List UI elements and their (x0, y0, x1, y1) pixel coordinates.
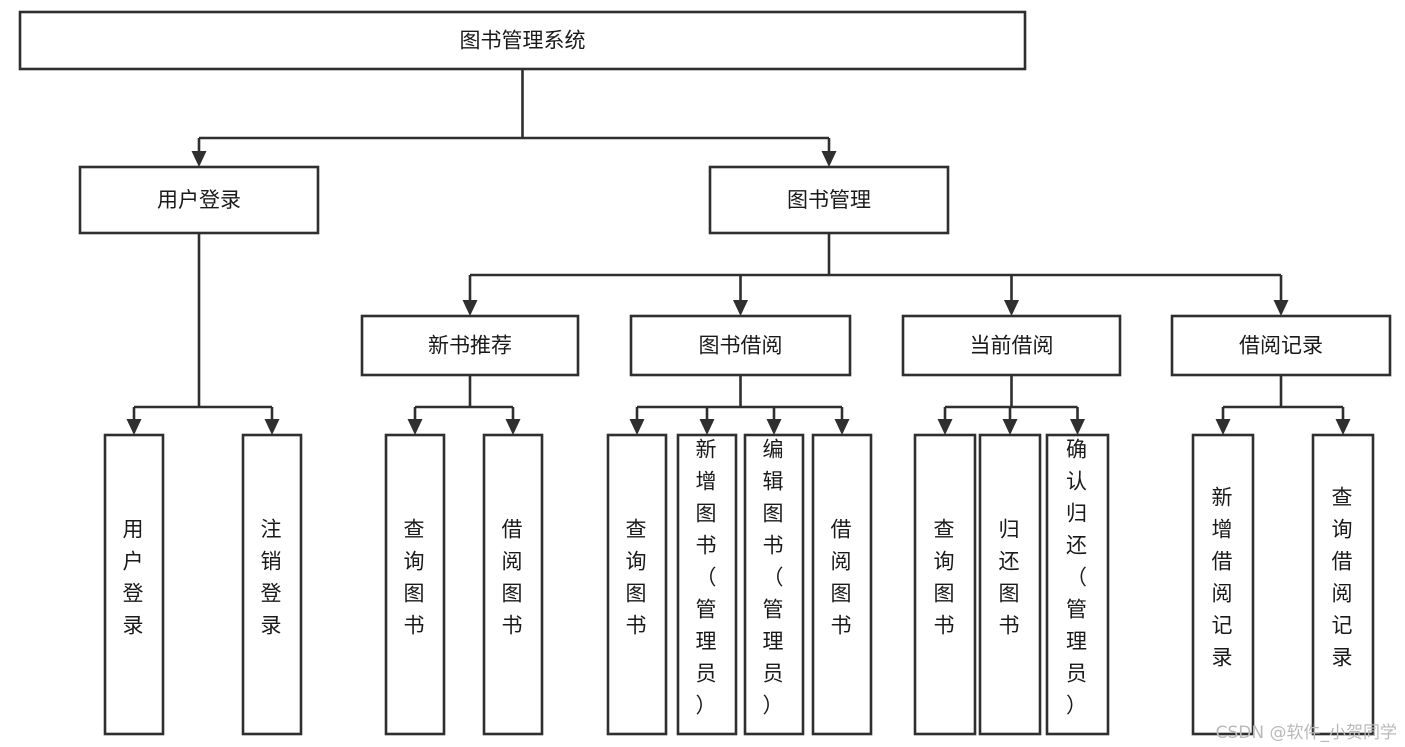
node-leaf-borrow-book-1-label: 借阅图书 (502, 518, 525, 638)
arrow-head-icon (1215, 419, 1231, 435)
node-leaf-user-logout[interactable]: 注销登录 (241, 433, 303, 736)
node-book-manage-label: 图书管理 (787, 188, 871, 212)
node-leaf-add-record-label: 新增借阅记录 (1212, 486, 1235, 670)
arrow-head-icon (191, 151, 207, 167)
node-leaf-query-book-3[interactable]: 查询图书 (913, 433, 977, 736)
node-current-borrow[interactable]: 当前借阅 (901, 314, 1122, 377)
node-leaf-user-login-label: 用户登录 (123, 518, 146, 638)
node-current-borrow-label: 当前借阅 (970, 334, 1054, 358)
node-book-borrow[interactable]: 图书借阅 (629, 314, 852, 377)
arrow-head-icon (462, 300, 478, 316)
node-user-login[interactable]: 用户登录 (78, 165, 320, 235)
node-leaf-borrow-book-2[interactable]: 借阅图书 (811, 433, 873, 736)
node-leaf-return-book-label: 归还图书 (999, 518, 1022, 638)
node-leaf-add-book[interactable]: 新增图书（管理员） (676, 433, 738, 736)
node-leaf-return-book[interactable]: 归还图书 (978, 433, 1042, 736)
node-leaf-query-book-1-label: 查询图书 (404, 518, 427, 638)
arrow-head-icon (505, 419, 521, 435)
node-root[interactable]: 图书管理系统 (18, 10, 1027, 71)
node-layer: 图书管理系统用户登录图书管理新书推荐图书借阅当前借阅借阅记录用户登录注销登录查询… (18, 10, 1392, 736)
node-leaf-borrow-book-1[interactable]: 借阅图书 (482, 433, 544, 736)
node-leaf-confirm-return-label: 确认归还（管理员） (1066, 438, 1089, 718)
arrow-head-icon (126, 419, 142, 435)
arrow-head-icon (407, 419, 423, 435)
arrow-head-icon (937, 419, 953, 435)
arrow-head-icon (766, 419, 782, 435)
node-borrow-record-label: 借阅记录 (1239, 334, 1323, 358)
arrow-head-icon (1004, 300, 1019, 316)
node-leaf-user-logout-label: 注销登录 (261, 518, 284, 638)
node-user-login-label: 用户登录 (157, 188, 241, 212)
node-leaf-query-record[interactable]: 查询借阅记录 (1311, 433, 1375, 736)
node-leaf-user-login[interactable]: 用户登录 (103, 433, 165, 736)
node-root-label: 图书管理系统 (460, 29, 586, 53)
node-leaf-edit-book[interactable]: 编辑图书（管理员） (743, 433, 805, 736)
node-leaf-query-record-label: 查询借阅记录 (1332, 486, 1355, 670)
arrow-head-icon (821, 151, 837, 167)
node-leaf-query-book-2-label: 查询图书 (626, 518, 649, 638)
arrow-head-icon (264, 419, 280, 435)
edge-layer (126, 69, 1351, 435)
node-leaf-confirm-return[interactable]: 确认归还（管理员） (1045, 433, 1110, 736)
node-leaf-query-book-3-label: 查询图书 (934, 518, 957, 638)
node-leaf-add-record[interactable]: 新增借阅记录 (1191, 433, 1255, 736)
arrow-head-icon (699, 419, 715, 435)
node-leaf-query-book-1[interactable]: 查询图书 (384, 433, 446, 736)
arrow-head-icon (1002, 419, 1018, 435)
node-leaf-add-book-label: 新增图书（管理员） (696, 438, 719, 718)
node-book-manage[interactable]: 图书管理 (708, 165, 950, 235)
arrow-head-icon (629, 419, 645, 435)
node-borrow-record[interactable]: 借阅记录 (1170, 314, 1392, 377)
node-new-book-recommend-label: 新书推荐 (428, 334, 512, 358)
node-book-borrow-label: 图书借阅 (699, 334, 783, 358)
arrow-head-icon (1273, 300, 1289, 316)
node-leaf-borrow-book-2-label: 借阅图书 (831, 518, 854, 638)
arrow-head-icon (834, 419, 850, 435)
arrow-head-icon (1335, 419, 1351, 435)
watermark-text: CSDN @软件_小贺同学 (1215, 723, 1397, 743)
arrow-head-icon (733, 300, 748, 316)
node-new-book-recommend[interactable]: 新书推荐 (360, 314, 580, 377)
node-leaf-edit-book-label: 编辑图书（管理员） (763, 438, 786, 718)
arrow-head-icon (1070, 419, 1085, 435)
node-leaf-query-book-2[interactable]: 查询图书 (606, 433, 668, 736)
